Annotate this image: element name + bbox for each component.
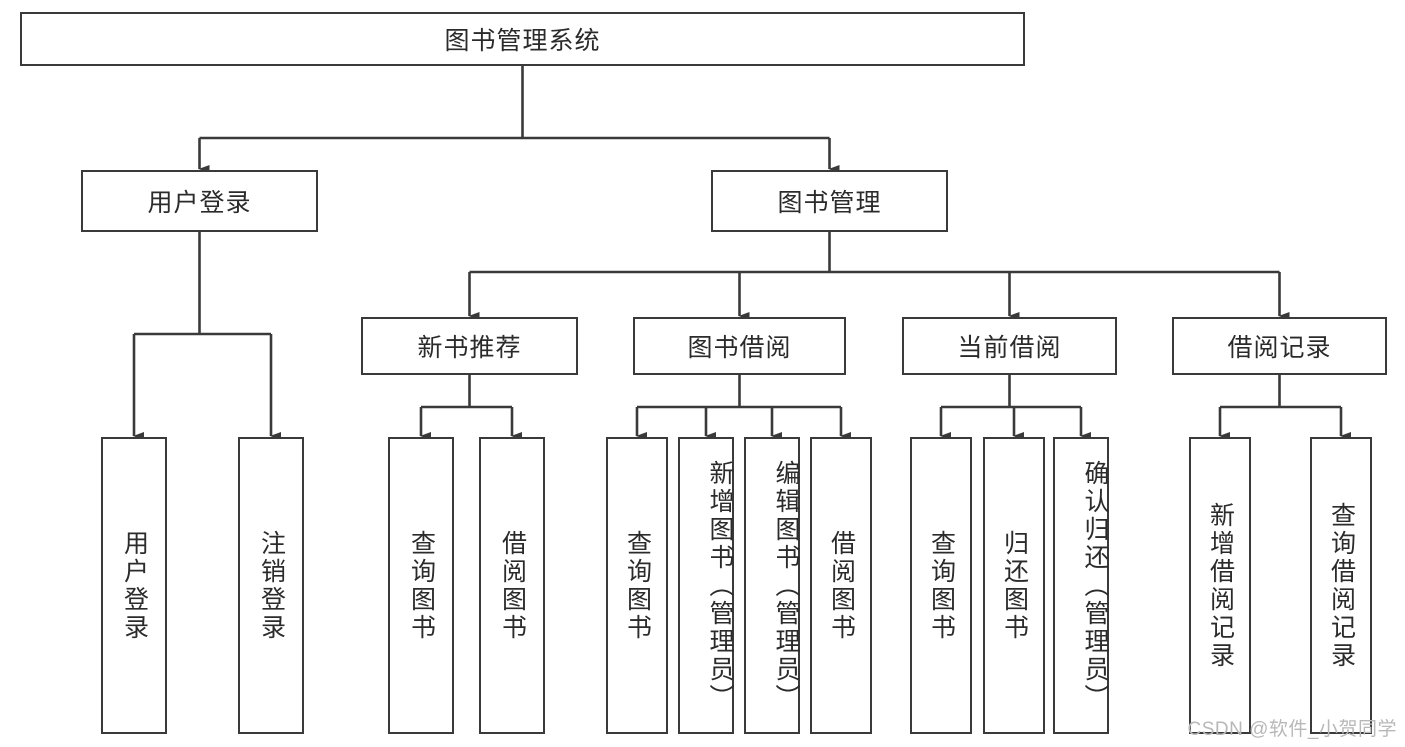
node-root-label: 图书管理系统 bbox=[444, 27, 601, 55]
node-leaf-logout-label: 注销登录 bbox=[257, 529, 286, 642]
node-current-borrow[interactable]: 当前借阅 bbox=[902, 317, 1117, 375]
node-leaf-query-book-2-label: 查询图书 bbox=[623, 529, 652, 642]
node-leaf-confirm-return[interactable]: 确认归还（管理员） bbox=[1053, 437, 1109, 734]
node-leaf-confirm-return-label: 确认归还（管理员） bbox=[1081, 459, 1109, 712]
node-leaf-query-record-label: 查询借阅记录 bbox=[1327, 501, 1356, 670]
node-leaf-add-book[interactable]: 新增图书（管理员） bbox=[678, 437, 734, 734]
node-leaf-query-book-1-label: 查询图书 bbox=[407, 529, 436, 642]
node-new-book-recommend[interactable]: 新书推荐 bbox=[361, 317, 578, 375]
node-leaf-return-book[interactable]: 归还图书 bbox=[983, 437, 1045, 734]
node-user-login[interactable]: 用户登录 bbox=[81, 170, 318, 232]
node-leaf-query-book-1[interactable]: 查询图书 bbox=[388, 437, 454, 734]
node-leaf-user-login-label: 用户登录 bbox=[120, 529, 149, 642]
node-borrow-record[interactable]: 借阅记录 bbox=[1172, 317, 1387, 375]
node-leaf-borrow-book-2-label: 借阅图书 bbox=[827, 529, 856, 642]
node-leaf-return-book-label: 归还图书 bbox=[1000, 529, 1029, 642]
node-book-borrow-label: 图书借阅 bbox=[687, 334, 792, 362]
node-leaf-query-book-2[interactable]: 查询图书 bbox=[606, 437, 668, 734]
node-leaf-add-record[interactable]: 新增借阅记录 bbox=[1189, 437, 1251, 734]
node-leaf-borrow-book-2[interactable]: 借阅图书 bbox=[810, 437, 872, 734]
node-user-login-label: 用户登录 bbox=[147, 189, 252, 217]
node-leaf-query-book-3[interactable]: 查询图书 bbox=[910, 437, 972, 734]
node-root[interactable]: 图书管理系统 bbox=[20, 12, 1025, 66]
node-leaf-user-login[interactable]: 用户登录 bbox=[101, 437, 167, 734]
node-leaf-borrow-book-1-label: 借阅图书 bbox=[498, 529, 527, 642]
node-new-book-recommend-label: 新书推荐 bbox=[417, 334, 522, 362]
node-leaf-logout[interactable]: 注销登录 bbox=[238, 437, 304, 734]
node-leaf-edit-book-label: 编辑图书（管理员） bbox=[772, 459, 800, 712]
node-leaf-add-book-label: 新增图书（管理员） bbox=[706, 459, 734, 712]
node-leaf-edit-book[interactable]: 编辑图书（管理员） bbox=[744, 437, 800, 734]
node-book-borrow[interactable]: 图书借阅 bbox=[633, 317, 846, 375]
node-leaf-borrow-book-1[interactable]: 借阅图书 bbox=[479, 437, 545, 734]
node-leaf-query-book-3-label: 查询图书 bbox=[927, 529, 956, 642]
node-borrow-record-label: 借阅记录 bbox=[1227, 334, 1332, 362]
node-book-manage[interactable]: 图书管理 bbox=[711, 170, 948, 232]
node-leaf-query-record[interactable]: 查询借阅记录 bbox=[1310, 437, 1372, 734]
node-book-manage-label: 图书管理 bbox=[777, 189, 882, 217]
node-leaf-add-record-label: 新增借阅记录 bbox=[1206, 501, 1235, 670]
node-current-borrow-label: 当前借阅 bbox=[957, 334, 1062, 362]
